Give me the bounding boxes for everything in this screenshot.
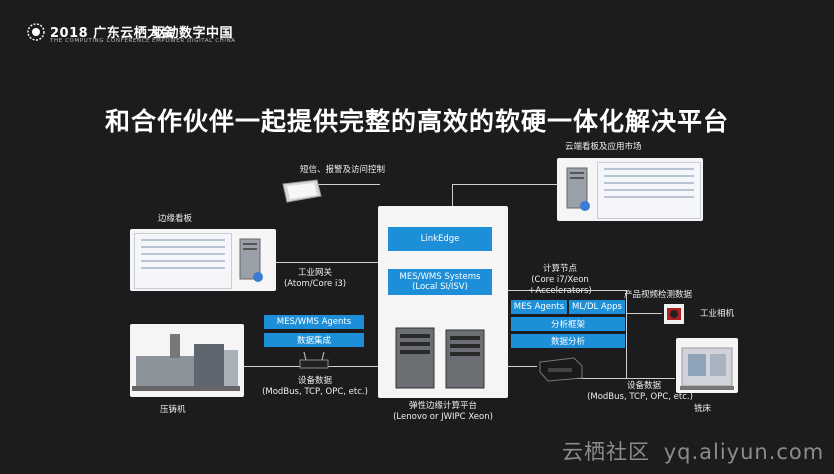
edge-computing-platform: LinkEdge MES/WMS Systems (Local SI/ISV) xyxy=(378,206,508,398)
compute-node-spec1: (Core i7/Xeon xyxy=(531,275,589,285)
connector-line xyxy=(452,184,453,206)
watermark-domain: yq.aliyun.com xyxy=(663,440,825,464)
device-data-left-protocols: (ModBus, TCP, OPC, etc.) xyxy=(262,387,368,397)
tablet-icon xyxy=(279,178,323,204)
router-icon xyxy=(298,350,330,370)
connector-line xyxy=(452,184,557,185)
connector-line xyxy=(300,184,380,185)
page-title: 和合作伙伴一起提供完整的高效的软硬一体化解决平台 xyxy=(104,107,729,136)
gateway-data-integration-box: 数据集成 xyxy=(264,333,364,347)
slogan-subtitle: EMPOWER DIGITAL CHINA xyxy=(152,38,236,44)
edge-dashboard-panel xyxy=(130,229,276,291)
cloud-dashboard-panel xyxy=(557,158,703,221)
device-data-right-protocols: (ModBus, TCP, OPC, etc.) xyxy=(587,392,693,402)
connector-line xyxy=(575,378,675,379)
mes-wms-systems-line1: MES/WMS Systems xyxy=(399,272,481,282)
connector-line xyxy=(626,290,627,378)
connector-line xyxy=(507,290,627,291)
platform-label: 弹性边缘计算平台 xyxy=(408,401,477,411)
connector-line xyxy=(626,313,662,314)
ml-dl-apps-box: ML/DL Apps xyxy=(569,300,625,314)
platform-sublabel: (Lenovo or JWIPC Xeon) xyxy=(393,412,493,422)
mes-agents-box: MES Agents xyxy=(511,300,567,314)
conference-subtitle: THE COMPUTING CONFERENCE xyxy=(50,38,151,44)
cloud-dashboard-screen xyxy=(597,162,701,219)
video-inspection-label: 产品视频检测数据 xyxy=(623,290,692,300)
die-casting-machine-image xyxy=(130,324,244,397)
gateway-mes-agents-box: MES/WMS Agents xyxy=(264,315,364,329)
compute-node-spec2: +Accelerators) xyxy=(528,286,592,296)
globe-icon xyxy=(27,23,45,41)
sms-alarm-label: 短信、报警及访问控制 xyxy=(300,165,386,175)
data-analysis-box: 数据分析 xyxy=(511,334,625,348)
gateway-label: 工业网关 xyxy=(297,268,332,278)
conference-logo xyxy=(26,22,46,42)
die-casting-label: 压铸机 xyxy=(160,405,186,415)
conference-title: 2018 广东云栖大会 xyxy=(50,26,175,41)
gateway-spec: (Atom/Core i3) xyxy=(283,279,347,289)
connector-line xyxy=(160,366,378,367)
device-data-left-label: 设备数据 xyxy=(297,376,332,386)
watermark-brand: 云栖社区 xyxy=(562,440,650,464)
device-data-right-label: 设备数据 xyxy=(626,381,661,391)
mes-wms-systems-line2: (Local SI/ISV) xyxy=(412,282,468,292)
connector-line xyxy=(268,262,378,263)
server-rack-icon xyxy=(392,324,494,392)
milling-machine-image xyxy=(676,338,738,393)
watermark: 云栖社区 yq.aliyun.com xyxy=(562,436,824,466)
milling-label: 铣床 xyxy=(694,404,712,414)
linkedge-box: LinkEdge xyxy=(388,227,492,251)
compute-box-icon xyxy=(538,354,584,382)
camera-icon xyxy=(663,303,685,325)
analysis-framework-box: 分析框架 xyxy=(511,317,625,331)
connector-line xyxy=(507,366,537,367)
compute-node-label: 计算节点 xyxy=(542,264,577,274)
mes-wms-systems-box: MES/WMS Systems (Local SI/ISV) xyxy=(388,269,492,295)
server-user-icon xyxy=(236,237,266,285)
slogan: 驱动数字中国 xyxy=(152,26,234,41)
edge-dashboard-screen xyxy=(134,233,232,289)
cloud-dashboard-label: 云端看板及应用市场 xyxy=(565,142,642,152)
edge-dashboard-label: 边缘看板 xyxy=(158,214,193,224)
server-user-icon xyxy=(563,166,593,214)
camera-label: 工业相机 xyxy=(700,309,735,319)
